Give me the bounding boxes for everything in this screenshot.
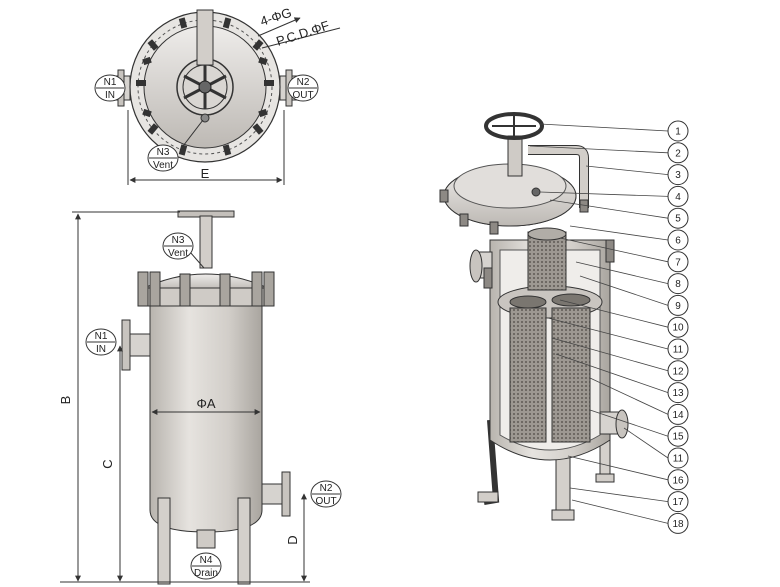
callout-number: 15 xyxy=(672,432,684,443)
svg-text:OUT: OUT xyxy=(292,90,313,101)
callout-leader-line xyxy=(575,261,669,284)
callout-number: 16 xyxy=(672,475,684,486)
n2-tag-front: N2 OUT xyxy=(310,480,342,508)
callout-number: 10 xyxy=(672,323,684,334)
callout-leader-line xyxy=(551,337,669,372)
callout-number: 9 xyxy=(675,301,681,312)
callout-balloon xyxy=(667,251,689,273)
callout-leader-line xyxy=(589,377,669,415)
callout-balloon xyxy=(667,164,689,186)
callout-balloon xyxy=(667,382,689,404)
svg-text:N1: N1 xyxy=(95,331,108,342)
n1-tag-top: N1 IN xyxy=(94,74,126,102)
callout-leader-line xyxy=(529,145,669,154)
callout-balloon xyxy=(667,447,689,469)
svg-text:Vent: Vent xyxy=(168,248,188,259)
c-dimension: C xyxy=(100,459,115,468)
callout-number: 5 xyxy=(675,214,681,225)
n3-tag-front: N3 Vent xyxy=(162,232,205,269)
callout-number: 7 xyxy=(675,257,681,268)
callout-number: 2 xyxy=(675,148,681,159)
top-view: 4-ΦG P.C.D.ΦF E N1 IN N2 OUT N3 Vent xyxy=(94,5,341,185)
n4-tag-front: N4 Drain xyxy=(190,552,222,580)
svg-text:N4: N4 xyxy=(200,555,213,566)
callout-number: 1 xyxy=(675,127,681,138)
svg-text:IN: IN xyxy=(105,90,115,101)
callout-leader-line xyxy=(555,353,669,393)
callout-number: 4 xyxy=(675,192,681,203)
n1-tag-front: N1 IN xyxy=(85,328,117,356)
callout-number: 13 xyxy=(672,388,684,399)
callout-number: 3 xyxy=(675,170,681,181)
callout-balloon xyxy=(667,294,689,316)
callout-leader-line xyxy=(585,165,669,175)
callout-balloon xyxy=(667,425,689,447)
callout-leader-line xyxy=(549,199,669,219)
callout-leader-line xyxy=(539,123,669,132)
e-dimension: E xyxy=(201,166,210,181)
callout-leader-line xyxy=(547,317,669,350)
callout-balloon xyxy=(667,120,689,142)
svg-text:N3: N3 xyxy=(172,235,185,246)
callout-balloon xyxy=(667,207,689,229)
callout-balloon xyxy=(667,142,689,164)
callout-balloon xyxy=(667,469,689,491)
callout-number: 12 xyxy=(672,366,684,377)
holes-dimension: 4-ΦG xyxy=(258,5,293,29)
callout-balloon xyxy=(667,403,689,425)
svg-text:N1: N1 xyxy=(104,77,117,88)
callout-balloon xyxy=(667,512,689,534)
callout-leader-line xyxy=(559,237,669,263)
callout-number: 6 xyxy=(675,236,681,247)
callout-leader-line xyxy=(559,299,669,328)
callout-balloon xyxy=(667,338,689,360)
callout-number: 14 xyxy=(672,410,684,421)
callout-leader-line xyxy=(569,487,669,502)
callout-balloon xyxy=(667,491,689,513)
callout-number: 11 xyxy=(673,454,684,465)
svg-text:N3: N3 xyxy=(157,147,170,158)
callout-leader-line xyxy=(589,409,669,437)
isometric-cutaway-view xyxy=(439,112,629,521)
svg-text:IN: IN xyxy=(96,344,106,355)
svg-text:Drain: Drain xyxy=(194,568,218,579)
b-dimension: B xyxy=(58,396,73,405)
callout-balloon xyxy=(667,316,689,338)
n3-tag-top: N3 Vent xyxy=(147,119,204,172)
callout-balloon xyxy=(667,360,689,382)
n2-tag-top: N2 OUT xyxy=(287,74,319,102)
callout-leader-line xyxy=(571,499,669,524)
callout-leader-line xyxy=(539,191,669,197)
callout-number: 11 xyxy=(673,345,684,356)
callout-leader-line xyxy=(623,427,669,459)
svg-text:N2: N2 xyxy=(320,483,333,494)
callout-number: 18 xyxy=(672,519,684,530)
svg-text:Vent: Vent xyxy=(153,160,173,171)
front-view: ΦA B C D N3 Vent N1 IN N2 OUT xyxy=(58,210,342,585)
callout-balloon xyxy=(667,185,689,207)
d-dimension: D xyxy=(285,535,300,544)
callout-leader-line xyxy=(567,455,669,481)
callout-leader-line xyxy=(579,275,669,306)
svg-text:OUT: OUT xyxy=(315,496,336,507)
callout-number: 8 xyxy=(675,279,681,290)
diameter-dimension: ΦA xyxy=(196,396,215,411)
callout-balloon xyxy=(667,229,689,251)
callout-number: 17 xyxy=(672,497,684,508)
svg-text:N2: N2 xyxy=(297,77,310,88)
callout-balloon xyxy=(667,273,689,295)
callout-leader-line xyxy=(569,225,669,241)
